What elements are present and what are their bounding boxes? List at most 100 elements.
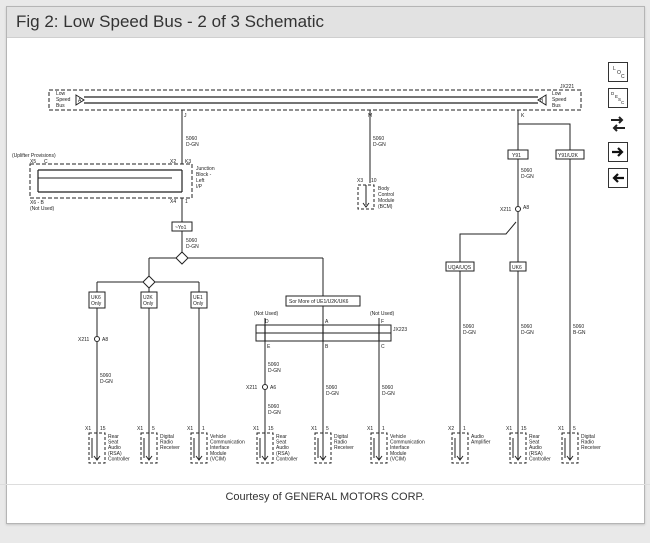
module-name-line: Rear bbox=[108, 434, 119, 440]
junction-block-branch: 5060 D-GN (Uplifter Provisions) X5 C X6 … bbox=[12, 110, 215, 265]
opt2-label-1: U2K bbox=[143, 295, 153, 301]
wire-a-color: D-GN bbox=[463, 330, 476, 336]
module-name-line: (VCIM) bbox=[390, 456, 406, 462]
jb-left-conn: X5 bbox=[30, 159, 36, 165]
bus-pin-k: K bbox=[521, 113, 525, 119]
opt-y91-label: Y91 bbox=[512, 153, 521, 159]
title-bar: Fig 2: Low Speed Bus - 2 of 3 Schematic bbox=[7, 7, 644, 38]
desc-button[interactable]: D E S C bbox=[608, 88, 628, 108]
left-branch: UK6 Only U2K Only UE1 Only X211 A8 5060 … bbox=[78, 257, 361, 430]
module-name-line: Audio bbox=[108, 445, 121, 451]
junction-block-outline bbox=[29, 163, 193, 199]
next-button[interactable] bbox=[608, 142, 628, 162]
wire-b-num: 5060 bbox=[326, 385, 337, 391]
module-arrow bbox=[514, 455, 522, 461]
svg-text:C: C bbox=[621, 100, 625, 105]
opt-y91u2k-label: Y91/U2K bbox=[558, 153, 579, 159]
wire-jb-bottom-num: 5060 bbox=[186, 238, 197, 244]
opt2-label-2: Only bbox=[143, 301, 154, 307]
jb-left-pin: C bbox=[44, 159, 48, 165]
svg-text:S: S bbox=[618, 97, 621, 102]
module-arrow bbox=[456, 455, 464, 461]
connector-jx223: (Not Used) (Not Used) D A F JX223 E B C … bbox=[246, 311, 407, 430]
splice-right-pin: A8 bbox=[523, 205, 529, 211]
module-conn: X1 bbox=[85, 426, 91, 432]
arrow-left-icon bbox=[612, 173, 624, 183]
bus-right-label-2: Speed bbox=[552, 97, 567, 103]
module-name-line: (RSA) bbox=[276, 451, 290, 457]
bcm-name-4: (BCM) bbox=[378, 204, 393, 210]
module-name-line: Radio bbox=[334, 440, 347, 446]
conn-top-pin-a: A bbox=[325, 319, 329, 325]
svg-text:O: O bbox=[617, 70, 621, 76]
module-name-line: Rear bbox=[529, 434, 540, 440]
bus-left-label-2: Speed bbox=[56, 97, 71, 103]
wire-b-color: D-GN bbox=[326, 391, 339, 397]
module-conn: X1 bbox=[137, 426, 143, 432]
wire-right-y91u2k bbox=[518, 123, 571, 150]
opt-uk6-label: UK6 bbox=[512, 265, 522, 271]
splice-right-label: X211 bbox=[500, 207, 512, 213]
bus-outline bbox=[48, 89, 582, 111]
module-name-line: Vehicle bbox=[390, 434, 406, 440]
bus-right-arrow bbox=[537, 94, 547, 106]
module-arrow bbox=[375, 455, 383, 461]
wire-c-color-right: B-GN bbox=[573, 330, 586, 336]
jb-name-1: Junction bbox=[196, 166, 215, 172]
wire-jb-top-num: 5060 bbox=[186, 136, 197, 142]
bus-right-pin: B bbox=[540, 98, 544, 104]
wire-e2-color: D-GN bbox=[268, 410, 281, 416]
opt3-label-1: UE1 bbox=[193, 295, 203, 301]
loc-icon: L O C bbox=[613, 66, 625, 80]
module-name-line: Communication bbox=[210, 440, 245, 446]
conn-not-used-left: (Not Used) bbox=[254, 311, 279, 317]
bcm-name-3: Module bbox=[378, 198, 395, 204]
module-name-line: Audio bbox=[471, 434, 484, 440]
caption-divider bbox=[0, 484, 650, 485]
figure-title: Fig 2: Low Speed Bus - 2 of 3 Schematic bbox=[16, 12, 325, 31]
module-name-line: Audio bbox=[529, 445, 542, 451]
conn-name: JX223 bbox=[393, 327, 407, 333]
swap-button[interactable] bbox=[608, 114, 628, 134]
module-name-line: Controller bbox=[276, 456, 298, 462]
bus-right-label-3: Bus bbox=[552, 103, 561, 109]
module-pin: 15 bbox=[521, 426, 527, 432]
wire-c-num: 5060 bbox=[382, 385, 393, 391]
loc-button[interactable]: L O C bbox=[608, 62, 628, 82]
figure-caption: Courtesy of GENERAL MOTORS CORP. bbox=[225, 491, 425, 503]
splice-left-label: X211 bbox=[78, 337, 90, 343]
conn-bottom-pin-c: C bbox=[381, 344, 385, 350]
jb-bottom-left: X6 - B bbox=[30, 200, 45, 206]
wire-bcm-color: D-GN bbox=[373, 142, 386, 148]
wire-bcm-num: 5060 bbox=[373, 136, 384, 142]
group-option-label: Sor More of UE1/U2K/UK6 bbox=[289, 299, 349, 305]
wire-y91-num: 5060 bbox=[521, 168, 532, 174]
prev-button[interactable] bbox=[608, 168, 628, 188]
opt1-label-2: Only bbox=[91, 301, 102, 307]
conn-top-pin-f: F bbox=[381, 319, 384, 325]
jb-conn-bottom: X4 bbox=[170, 199, 176, 205]
jb-left-note: (Uplifter Provisions) bbox=[12, 153, 56, 159]
module-name-line: Interface bbox=[210, 445, 230, 451]
module-name-line: (RSA) bbox=[108, 451, 122, 457]
jb-name-2: Block - bbox=[196, 172, 212, 178]
bus-left-pin: A bbox=[78, 98, 82, 104]
wire-c-color: D-GN bbox=[382, 391, 395, 397]
splice-diamond-mid bbox=[142, 275, 156, 289]
conn-bottom-pin-b: B bbox=[325, 344, 329, 350]
module-name-line: Interface bbox=[390, 445, 410, 451]
schematic-viewer: Fig 2: Low Speed Bus - 2 of 3 Schematic bbox=[6, 6, 645, 524]
wire-e2-num: 5060 bbox=[268, 404, 279, 410]
svg-text:E: E bbox=[615, 94, 618, 99]
bus-left-label-1: Low bbox=[56, 91, 66, 97]
swap-arrows-icon bbox=[611, 116, 625, 132]
module-pin: 1 bbox=[463, 426, 466, 432]
svg-text:C: C bbox=[621, 74, 625, 80]
